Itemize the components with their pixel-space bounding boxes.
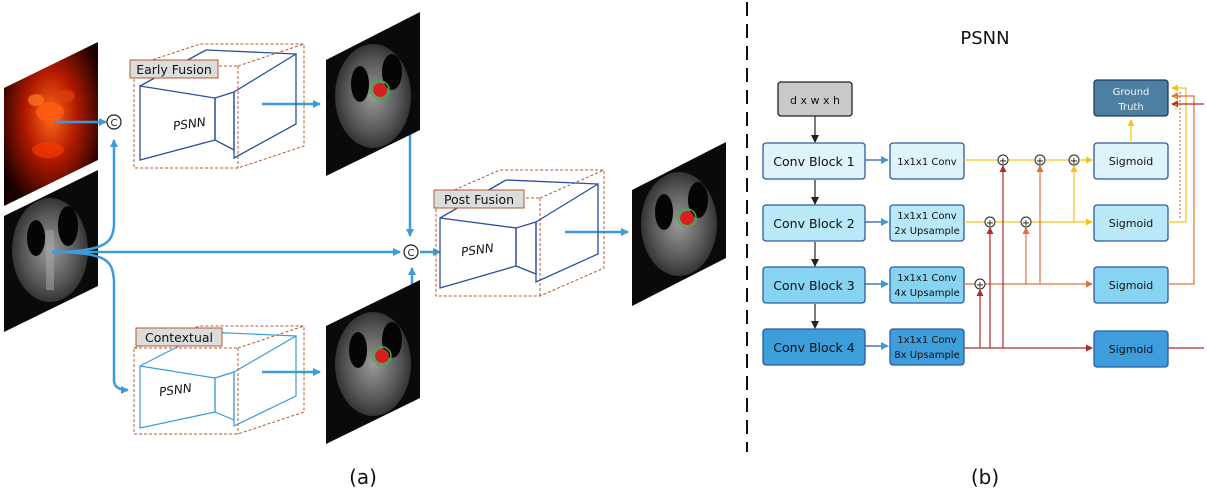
sigmoid-4: Sigmoid <box>1093 330 1169 368</box>
sigmoid-label: Sigmoid <box>1109 343 1154 356</box>
concat-node-top: C <box>106 114 122 130</box>
concat-symbol: C <box>111 118 118 129</box>
conv-block-3: Conv Block 3 <box>762 266 866 304</box>
input-box: d x w x h <box>777 81 853 117</box>
conv-block-1: Conv Block 1 <box>762 142 866 180</box>
sigmoid-label: Sigmoid <box>1109 279 1154 292</box>
plus-node: + <box>974 278 986 291</box>
sigmoid-label: Sigmoid <box>1109 217 1154 230</box>
psnn-shape <box>139 331 297 429</box>
plus-node: + <box>997 154 1009 167</box>
conv-block-label: Conv Block 3 <box>773 278 854 293</box>
side-op-line: 1x1x1 Conv <box>897 335 957 346</box>
contextual-network-label: PSNN <box>158 381 192 399</box>
panel-a: C C Early Fusion PSNN <box>4 12 726 489</box>
plus-node: + <box>1020 216 1032 229</box>
early-fusion-network-label: PSNN <box>172 115 206 133</box>
svg-text:+: + <box>976 280 984 291</box>
sigmoid-3: Sigmoid <box>1093 266 1169 304</box>
conv-block-4: Conv Block 4 <box>762 328 866 366</box>
plus-node: + <box>1068 154 1080 167</box>
svg-text:+: + <box>1022 218 1030 229</box>
caption-a: (a) <box>349 465 377 489</box>
side-arrows <box>865 156 889 350</box>
svg-text:+: + <box>1036 156 1044 167</box>
conv-block-label: Conv Block 4 <box>773 340 854 355</box>
contextual-tag: Contextual <box>145 330 213 345</box>
svg-text:+: + <box>999 156 1007 167</box>
side-op-3: 1x1x1 Conv 4x Upsample <box>889 266 965 304</box>
early-fusion-block: Early Fusion PSNN <box>129 43 305 169</box>
ct-output-early-fusion <box>326 12 420 176</box>
pet-image <box>4 42 98 206</box>
plus-node: + <box>984 216 996 229</box>
sigmoid-1: Sigmoid <box>1093 142 1169 180</box>
side-op-line: 4x Upsample <box>894 288 959 299</box>
side-op-line: 8x Upsample <box>894 350 959 361</box>
ground-truth-line: Truth <box>1117 102 1143 113</box>
caption-b: (b) <box>971 465 999 489</box>
conv-block-label: Conv Block 2 <box>773 216 854 231</box>
side-op-2: 1x1x1 Conv 2x Upsample <box>889 204 965 242</box>
svg-text:+: + <box>986 218 994 229</box>
concat-symbol: C <box>408 248 415 259</box>
sigmoid-2: Sigmoid <box>1093 204 1169 242</box>
side-op-line: 1x1x1 Conv <box>897 273 957 284</box>
panel-b: PSNN d x w x h Conv Block 1 Conv Block 2… <box>762 28 1204 489</box>
early-fusion-tag: Early Fusion <box>136 62 212 77</box>
ct-output-post-fusion <box>632 142 726 306</box>
sigmoid-label: Sigmoid <box>1109 155 1154 168</box>
conv-block-2: Conv Block 2 <box>762 204 866 242</box>
concat-node-bottom: C <box>403 244 419 260</box>
input-dims: d x w x h <box>790 94 840 107</box>
side-op-line: 2x Upsample <box>894 226 959 237</box>
conv-block-label: Conv Block 1 <box>773 154 854 169</box>
post-fusion-tag: Post Fusion <box>444 192 514 207</box>
side-op-4: 1x1x1 Conv 8x Upsample <box>889 328 965 366</box>
fusion-lines <box>964 156 1093 352</box>
ct-image-input <box>4 170 98 332</box>
svg-text:+: + <box>1070 156 1078 167</box>
ct-output-contextual <box>326 280 420 444</box>
ground-truth-line: Ground <box>1113 87 1150 98</box>
side-op-line: 1x1x1 Conv <box>897 211 957 222</box>
plus-node: + <box>1034 154 1046 167</box>
contextual-block: Contextual PSNN <box>133 325 305 435</box>
post-fusion-block: Post Fusion PSNN <box>433 169 605 297</box>
side-op-line: 1x1x1 Conv <box>897 157 957 168</box>
psnn-title: PSNN <box>960 28 1009 49</box>
side-op-1: 1x1x1 Conv <box>889 142 965 180</box>
ground-truth-feedback <box>1168 84 1204 349</box>
plus-nodes: + + + + + + <box>974 154 1080 291</box>
ground-truth-box: Ground Truth <box>1093 79 1169 117</box>
post-fusion-network-label: PSNN <box>460 241 494 259</box>
psnn-shape <box>439 179 599 289</box>
